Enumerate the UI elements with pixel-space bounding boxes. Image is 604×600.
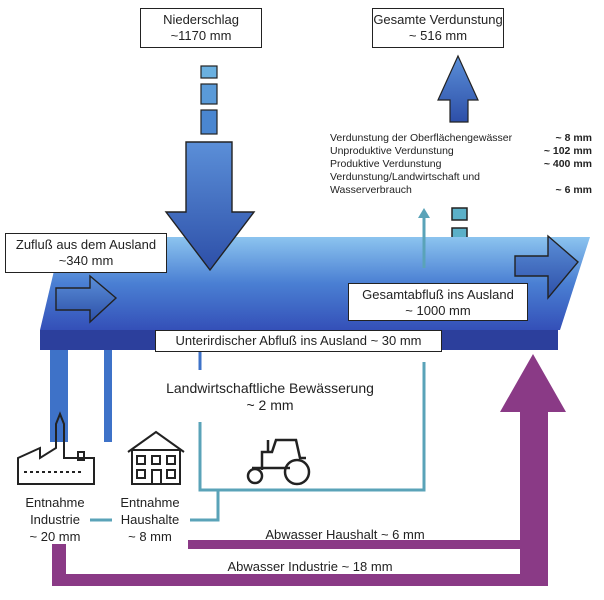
irrigation-lines xyxy=(90,362,426,522)
tractor-icon xyxy=(246,438,311,486)
evaporation-breakdown: Verdunstung der Oberflächengewässer~ 8 m… xyxy=(330,132,592,197)
total-evaporation-value: ~ 516 mm xyxy=(408,28,468,43)
inflow-label: Zufluß aus dem Ausland xyxy=(15,237,157,252)
outflow-arrow xyxy=(514,234,579,300)
evaporation-item: Verdunstung der Oberflächengewässer~ 8 m… xyxy=(330,132,592,144)
outflow-box: Gesamtabfluß ins Ausland ~ 1000 mm xyxy=(348,283,528,321)
house-icon xyxy=(127,430,185,485)
irrigation-label: Landwirtschaftliche Bewässerung ~ 2 mm xyxy=(166,380,374,413)
precipitation-value: ~1170 mm xyxy=(170,28,232,43)
evaporation-item: Wasserverbrauch~ 6 mm xyxy=(330,184,592,196)
wastewater-arrows xyxy=(52,354,566,586)
evaporation-item: Unproduktive Verdunstung~ 102 mm xyxy=(330,145,592,157)
outflow-label: Gesamtabfluß ins Ausland xyxy=(362,287,514,302)
outflow-value: ~ 1000 mm xyxy=(405,303,471,318)
withdrawal-industry-label: Entnahme Industrie ~ 20 mm xyxy=(25,495,85,544)
factory-icon xyxy=(17,411,95,485)
inflow-arrow xyxy=(55,274,118,324)
precipitation-box: Niederschlag ~1170 mm xyxy=(140,8,262,48)
total-evaporation-label: Gesamte Verdunstung xyxy=(373,12,503,27)
precipitation-arrow xyxy=(164,65,256,272)
wastewater-households-label: Abwasser Haushalt ~ 6 mm xyxy=(265,527,425,542)
evaporation-item: Verdunstung/Landwirtschaft und xyxy=(330,171,481,183)
precipitation-label: Niederschlag xyxy=(163,12,239,27)
industry-withdrawal-pipe xyxy=(50,350,68,442)
inflow-box: Zufluß aus dem Ausland ~340 mm xyxy=(5,233,167,273)
evaporation-agriculture-arrow xyxy=(418,208,430,268)
inflow-value: ~340 mm xyxy=(58,253,114,268)
wastewater-industry-label: Abwasser Industrie ~ 18 mm xyxy=(227,559,393,574)
evaporation-item: Produktive Verdunstung~ 400 mm xyxy=(330,158,592,170)
withdrawal-households-label: Entnahme Haushalte ~ 8 mm xyxy=(120,495,180,544)
households-withdrawal-pipe xyxy=(104,350,112,442)
total-evaporation-box: Gesamte Verdunstung ~ 516 mm xyxy=(372,8,504,48)
groundwater-outflow-box: Unterirdischer Abfluß ins Ausland ~ 30 m… xyxy=(155,330,442,352)
groundwater-outflow-label: Unterirdischer Abfluß ins Ausland ~ 30 m… xyxy=(175,333,422,348)
